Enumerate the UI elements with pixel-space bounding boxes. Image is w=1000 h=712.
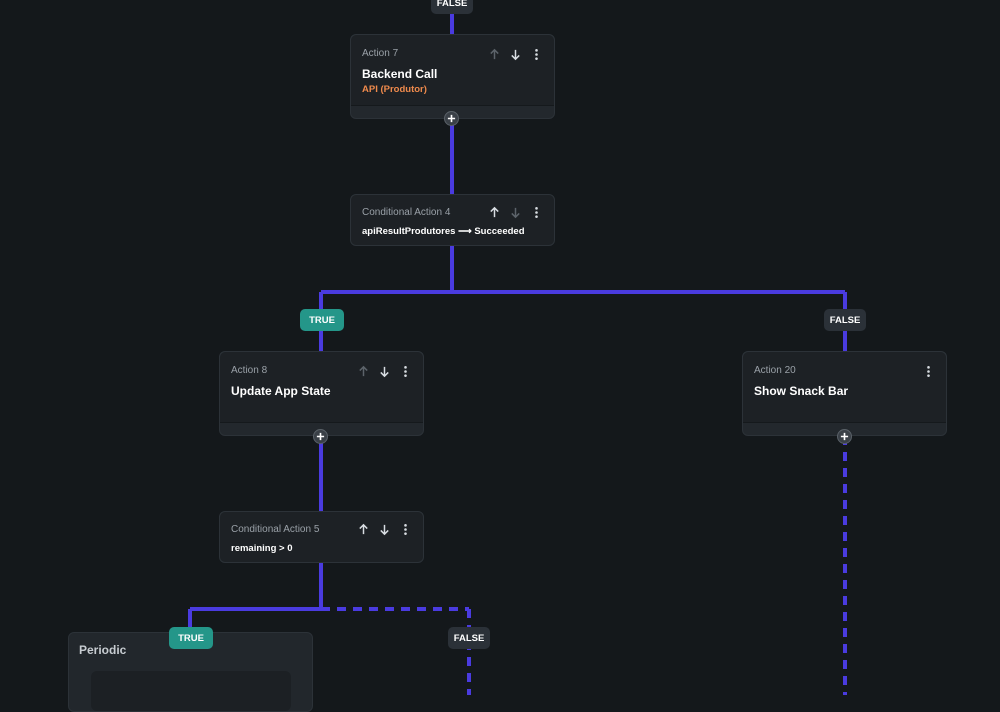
more-vert-icon[interactable] [398,364,413,379]
branch-label: FALSE [453,632,485,644]
action-kicker: Action 8 [231,365,268,376]
arrow-up-icon[interactable] [487,47,502,62]
action-kicker: Action 20 [754,365,796,376]
more-vert-icon[interactable] [398,522,413,537]
action-kicker: Action 7 [362,48,399,59]
branch-label: FALSE [436,0,468,9]
plus-icon[interactable] [444,111,459,126]
branch-false-pill-top[interactable]: FALSE [431,0,473,14]
more-vert-icon[interactable] [921,364,936,379]
more-vert-icon[interactable] [529,205,544,220]
action-title: Show Snack Bar [754,384,849,398]
action-title: Update App State [231,384,331,398]
arrow-down-icon[interactable] [508,205,523,220]
action-title: Backend Call [362,67,438,81]
arrow-up-icon[interactable] [487,205,502,220]
branch-true-pill[interactable]: TRUE [300,309,344,331]
conditional-expression: remaining > 0 [231,543,293,554]
action-card-7[interactable]: Action 7 Backend Call API (Produtor) [350,34,555,119]
action-flow-canvas: FALSE Action 7 Backend Call API (Produto… [68,0,947,712]
periodic-title: Periodic [79,643,127,657]
action-card-20[interactable]: Action 20 Show Snack Bar [742,351,947,436]
branch-label: FALSE [829,314,861,326]
action-card-8[interactable]: Action 8 Update App State [219,351,424,436]
plus-icon[interactable] [837,429,852,444]
conditional-expression: apiResultProdutores ⟶ Succeeded [362,226,525,237]
arrow-down-icon[interactable] [508,47,523,62]
branch-false-pill[interactable]: FALSE [824,309,866,331]
arrow-up-icon[interactable] [356,364,371,379]
periodic-inner-slot [91,671,291,711]
branch-label: TRUE [309,314,335,326]
arrow-down-icon[interactable] [377,364,392,379]
action-subtitle: API (Produtor) [362,84,427,95]
arrow-down-icon[interactable] [377,522,392,537]
conditional-card-4[interactable]: Conditional Action 4 apiResultProdutores… [350,194,555,246]
arrow-up-icon[interactable] [356,522,371,537]
conditional-kicker: Conditional Action 4 [362,207,451,218]
branch-true-pill[interactable]: TRUE [169,627,213,649]
branch-false-pill[interactable]: FALSE [448,627,490,649]
branch-label: TRUE [178,632,204,644]
plus-icon[interactable] [313,429,328,444]
more-vert-icon[interactable] [529,47,544,62]
conditional-kicker: Conditional Action 5 [231,524,320,535]
conditional-card-5[interactable]: Conditional Action 5 remaining > 0 [219,511,424,563]
